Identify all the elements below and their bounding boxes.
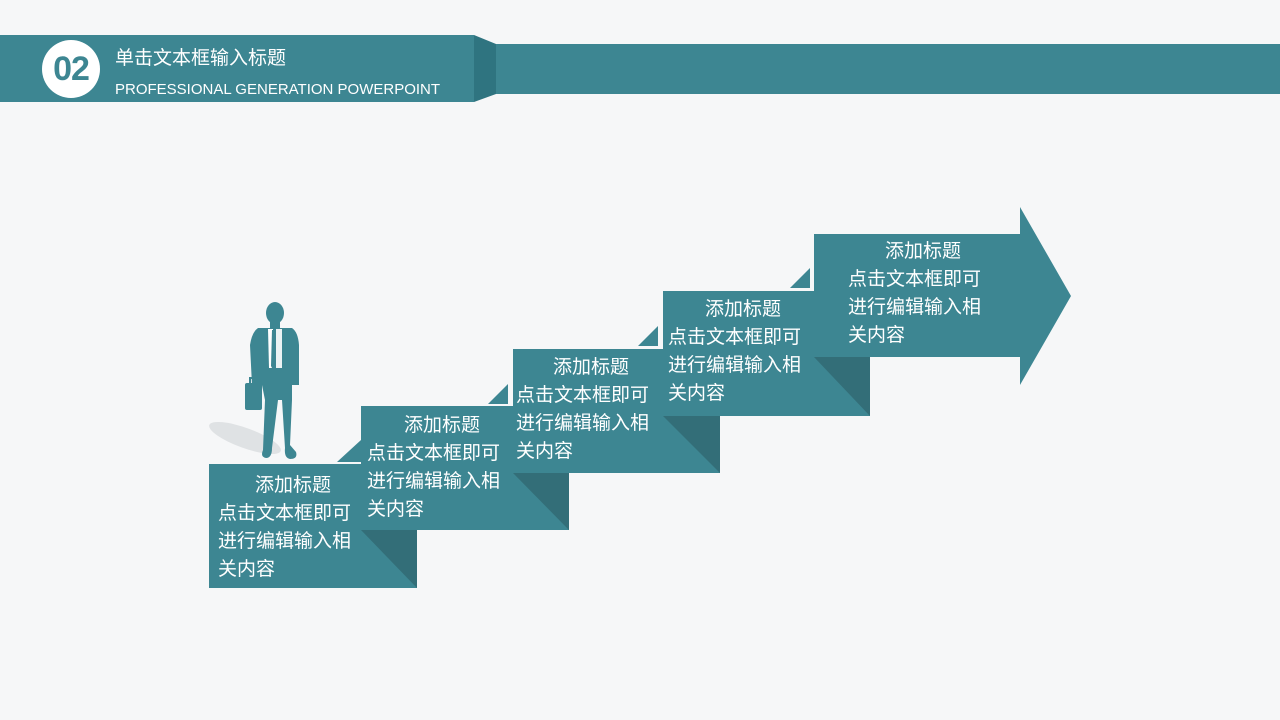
step-4-line-1: 点击文本框即可 (668, 326, 802, 348)
step-5-line-2: 进行编辑输入相 (848, 296, 982, 318)
step-2-title: 添加标题 (403, 414, 480, 436)
step-5-title: 添加标题 (884, 240, 961, 262)
step-1-line-3: 关内容 (218, 558, 276, 580)
businessman-with-briefcase-icon (245, 302, 299, 459)
section-number-badge: 02 (42, 40, 100, 98)
page-title[interactable]: 单击文本框输入标题 (115, 47, 287, 69)
step-4-line-2: 进行编辑输入相 (668, 354, 802, 376)
step-4-line-3: 关内容 (668, 382, 726, 404)
step-1-title: 添加标题 (254, 474, 331, 496)
step-5-text[interactable]: 添加标题 点击文本框即可 进行编辑输入相 关内容 (848, 237, 998, 349)
step-5-line-1: 点击文本框即可 (848, 268, 982, 290)
step-2-shadow (513, 473, 569, 530)
header-bar (496, 44, 1280, 94)
step-4-shadow (814, 357, 870, 416)
step-1-line-2: 进行编辑输入相 (218, 530, 352, 552)
step-1-shadow (361, 530, 417, 588)
step-4-text[interactable]: 添加标题 点击文本框即可 进行编辑输入相 关内容 (668, 295, 818, 407)
step-3-fold (488, 384, 508, 404)
step-3-line-1: 点击文本框即可 (516, 384, 650, 406)
step-3-line-2: 进行编辑输入相 (516, 412, 650, 434)
step-5-fold (790, 268, 810, 288)
step-2-line-3: 关内容 (367, 498, 425, 520)
step-3-shadow (663, 416, 720, 473)
step-2-line-2: 进行编辑输入相 (367, 470, 501, 492)
step-3-line-3: 关内容 (516, 440, 574, 462)
step-3-title: 添加标题 (552, 356, 629, 378)
step-5-line-3: 关内容 (848, 324, 906, 346)
step-4-fold (638, 326, 658, 346)
tie-detail (271, 330, 276, 370)
step-2-text[interactable]: 添加标题 点击文本框即可 进行编辑输入相 关内容 (367, 411, 517, 523)
step-2-fold (337, 440, 361, 462)
step-3-text[interactable]: 添加标题 点击文本框即可 进行编辑输入相 关内容 (516, 353, 666, 465)
page-subtitle[interactable]: PROFESSIONAL GENERATION POWERPOINT (115, 81, 441, 98)
step-1-text[interactable]: 添加标题 点击文本框即可 进行编辑输入相 关内容 (218, 471, 368, 583)
step-4-title: 添加标题 (704, 298, 781, 320)
step-5-arrow (814, 207, 1071, 385)
step-1-line-1: 点击文本框即可 (218, 502, 352, 524)
step-2-line-1: 点击文本框即可 (367, 442, 501, 464)
